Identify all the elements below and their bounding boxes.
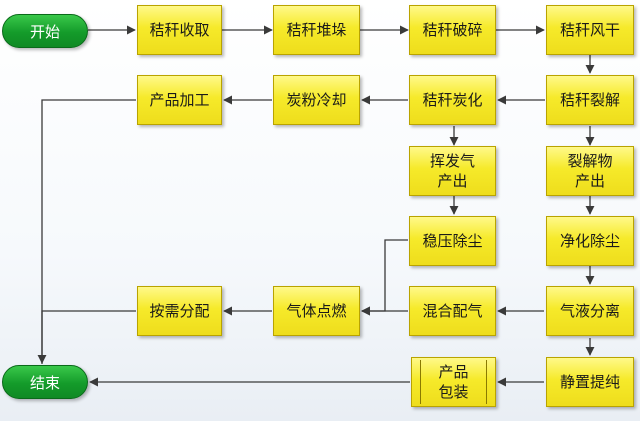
step-mix: 混合配气 [409,286,496,336]
line-process-end [41,99,136,364]
step-package: 产品 包装 [411,357,496,407]
step-dedust: 稳压除尘 [409,216,496,266]
start-terminal: 开始 [2,14,88,48]
step-refine: 静置提纯 [546,357,634,407]
step-crush: 秸秆破碎 [409,5,496,55]
step-collect: 秸秆收取 [137,5,222,55]
step-cool: 炭粉冷却 [273,75,360,125]
step-separate: 气液分离 [546,286,634,336]
step-distribute: 按需分配 [137,286,222,336]
step-pyrolysis-output: 裂解物 产出 [546,146,634,196]
step-carbonize: 秸秆炭化 [409,75,496,125]
step-purify: 净化除尘 [546,216,634,266]
line-distribute-end [37,310,136,364]
step-process: 产品加工 [137,75,222,125]
step-stack: 秸秆堆垛 [273,5,360,55]
step-dry: 秸秆风干 [546,5,634,55]
step-burn: 气体点燃 [273,286,360,336]
step-volatile-output: 挥发气 产出 [409,146,496,196]
end-terminal: 结束 [2,365,88,399]
step-pyrolyze: 秸秆裂解 [546,75,634,125]
line-dedust-burn [361,239,408,316]
